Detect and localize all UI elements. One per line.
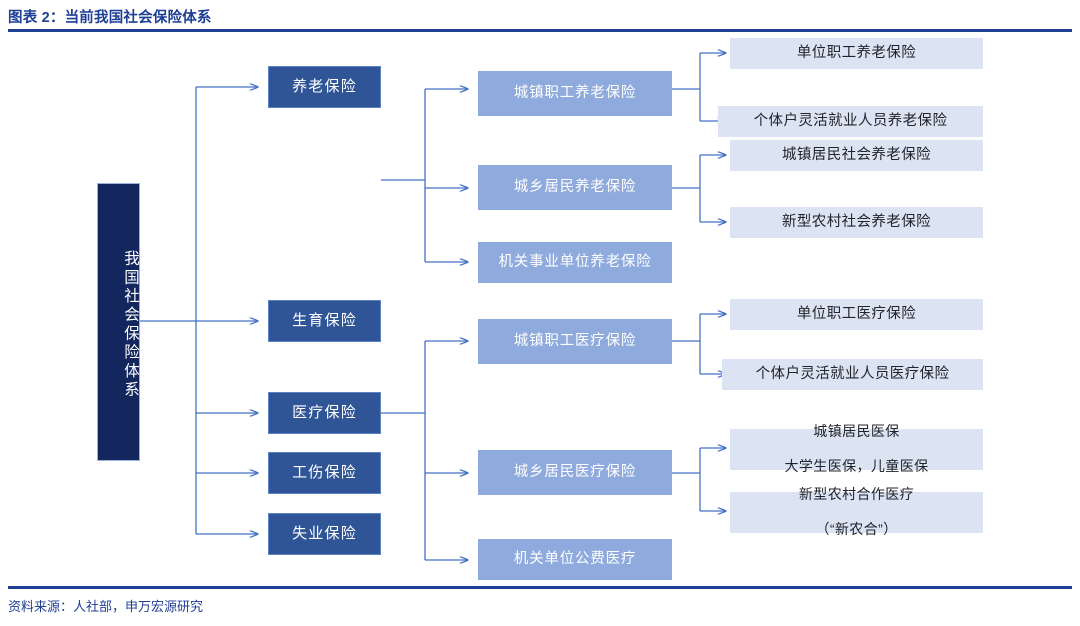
node-label: 医疗保险 — [292, 403, 357, 421]
node-urban-employee-medical[interactable]: 城镇职工医疗保险 — [478, 319, 672, 364]
node-urban-employee-pension[interactable]: 城镇职工养老保险 — [478, 71, 672, 116]
leaf-label: 单位职工医疗保险 — [796, 305, 917, 322]
node-unemployment-insurance[interactable]: 失业保险 — [268, 513, 381, 555]
leaf-label: 城镇居民社会养老保险 — [782, 146, 931, 163]
node-government-free-medical[interactable]: 机关单位公费医疗 — [478, 539, 672, 580]
node-work-injury-insurance[interactable]: 工伤保险 — [268, 452, 381, 494]
node-urban-rural-resident-pension[interactable]: 城乡居民养老保险 — [478, 165, 672, 210]
leaf-label: 新型农村社会养老保险 — [782, 213, 931, 230]
node-label: 城乡居民养老保险 — [513, 178, 637, 195]
node-root-label: 我国社会保险体系 — [122, 250, 139, 400]
leaf-employee-unit-medical[interactable]: 单位职工医疗保险 — [730, 299, 983, 330]
node-label: 城乡居民医疗保险 — [513, 463, 637, 480]
node-medical-insurance[interactable]: 医疗保险 — [268, 392, 381, 434]
leaf-label-line2: 大学生医保，儿童医保 — [784, 458, 929, 475]
leaf-label: 单位职工养老保险 — [796, 44, 917, 61]
node-maternity-insurance[interactable]: 生育保险 — [268, 300, 381, 342]
leaf-label-line1: 新型农村合作医疗 — [798, 485, 915, 502]
leaf-label: 个体户灵活就业人员养老保险 — [753, 112, 948, 129]
leaf-new-rural-cooperative-medical[interactable]: 新型农村合作医疗 （“新农合”） — [730, 486, 983, 537]
leaf-self-employed-flexible-pension[interactable]: 个体户灵活就业人员养老保险 — [718, 106, 983, 137]
node-root[interactable]: 我国社会保险体系 — [97, 183, 140, 461]
node-label: 工伤保险 — [292, 463, 357, 481]
footer-divider — [8, 586, 1072, 589]
node-pension-insurance[interactable]: 养老保险 — [268, 66, 381, 108]
diagram-canvas: 我国社会保险体系 养老保险 生育保险 医疗保险 工伤保险 失业保险 城镇职工养老… — [0, 33, 1080, 585]
leaf-label: 个体户灵活就业人员医疗保险 — [755, 365, 950, 382]
page-title: 图表 2：当前我国社会保险体系 — [8, 10, 212, 26]
node-government-institution-pension[interactable]: 机关事业单位养老保险 — [478, 242, 672, 283]
node-label: 生育保险 — [292, 311, 357, 329]
node-urban-rural-resident-medical[interactable]: 城乡居民医疗保险 — [478, 450, 672, 495]
leaf-urban-resident-medical[interactable]: 城镇居民医保 大学生医保，儿童医保 — [730, 423, 983, 474]
leaf-label-line1: 城镇居民医保 — [813, 422, 900, 439]
leaf-urban-resident-social-pension[interactable]: 城镇居民社会养老保险 — [730, 140, 983, 171]
node-label: 城镇职工医疗保险 — [513, 332, 637, 349]
node-label: 机关单位公费医疗 — [513, 550, 637, 567]
node-label: 机关事业单位养老保险 — [498, 253, 652, 270]
node-label: 养老保险 — [292, 77, 357, 95]
source-note: 资料来源：人社部，申万宏源研究 — [8, 599, 204, 614]
connector-layer — [140, 33, 1080, 585]
leaf-self-employed-flexible-medical[interactable]: 个体户灵活就业人员医疗保险 — [722, 359, 983, 390]
leaf-label-line2: （“新农合”） — [815, 521, 898, 538]
header-divider — [8, 29, 1072, 32]
leaf-new-rural-social-pension[interactable]: 新型农村社会养老保险 — [730, 207, 983, 238]
leaf-employee-unit-pension[interactable]: 单位职工养老保险 — [730, 38, 983, 69]
node-label: 城镇职工养老保险 — [513, 84, 637, 101]
node-label: 失业保险 — [292, 524, 357, 542]
